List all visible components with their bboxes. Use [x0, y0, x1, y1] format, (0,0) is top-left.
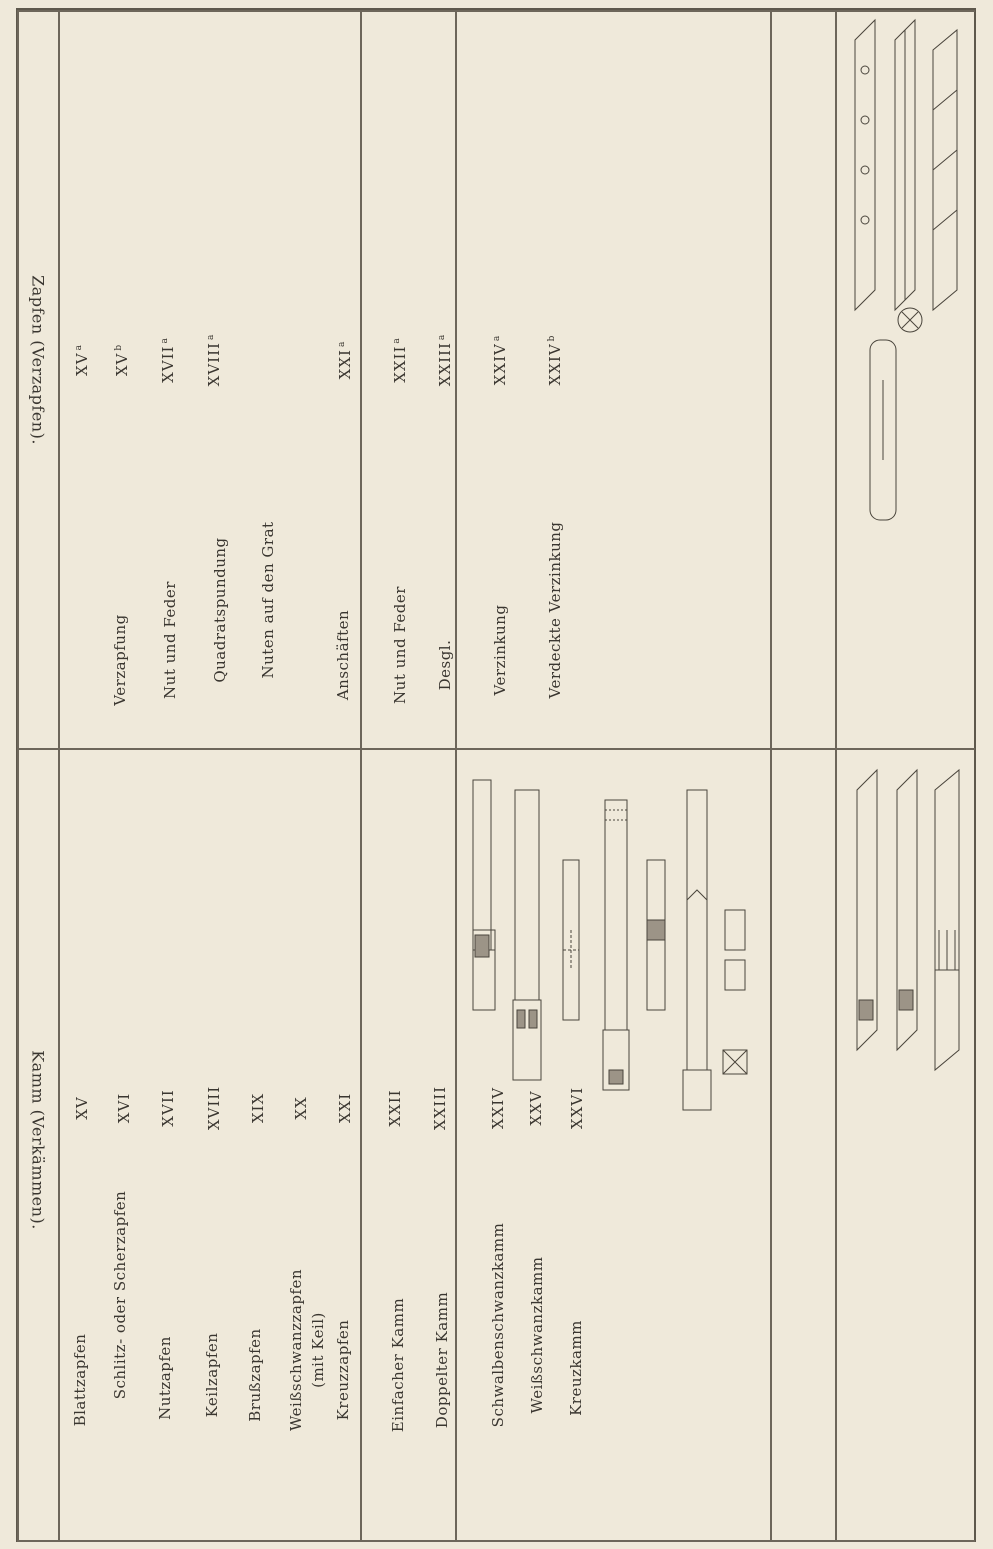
figure-kreuzzapfen: [723, 910, 747, 1074]
figure-verzinkung-xxiva: [935, 770, 959, 1070]
right-row-number-xxiva: XXIVa: [491, 335, 509, 386]
figure-desgl-xxiiia: [897, 770, 917, 1050]
row-name-nutzapfen: Nutzapfen: [156, 1336, 174, 1420]
rule-left-numbers: [455, 10, 457, 1540]
figure-verzapfung-xva: [855, 20, 875, 310]
right-row-name-nut-und-feder-2: Nut und Feder: [391, 586, 409, 704]
figure-blattzapfen: [473, 780, 495, 1010]
right-row-number-xxiiia-num: XXIII: [436, 342, 454, 387]
left-kamm-figures: [0, 0, 315, 760]
right-row-number-xxia: XXIa: [336, 341, 354, 380]
row-number-xx: XX: [292, 1096, 310, 1120]
right-row-number-xxia-suffix: a: [337, 340, 347, 348]
figure-keilzapfen: [603, 800, 629, 1090]
right-row-number-xxiiia: XXIIIa: [436, 334, 454, 387]
right-row-number-xxiva-suffix: a: [492, 334, 502, 342]
row-number-xxiii: XXIII: [431, 1085, 449, 1131]
figure-weissschwanzzapfen: [683, 790, 711, 1110]
right-row-number-xxivb-num: XXIV: [546, 343, 564, 386]
right-row-number-xxivb: XXIVb: [546, 335, 564, 386]
row-number-xvii: XVII: [159, 1089, 177, 1127]
row-name-weissschwanzzapfen-line1: Weißschwanzzapfen: [287, 1268, 305, 1432]
row-number-xv: XV: [73, 1096, 91, 1120]
row-name-einfacher-kamm: Einfacher Kamm: [389, 1297, 407, 1433]
figure-quadratspundung-xviia: [933, 30, 957, 310]
rule-bottom: [17, 1540, 975, 1542]
figure-brustzapfen: [647, 860, 665, 1010]
anschaeften-figure: [850, 300, 950, 530]
right-row-name-verzinkung: Verzinkung: [491, 604, 509, 696]
right-row-number-xxiiia-suffix: a: [437, 333, 447, 341]
figure-schlitzzapfen: [513, 790, 541, 1080]
row-number-xxii: XXII: [386, 1089, 404, 1127]
row-name-weissschwanzzapfen: Weißschwanzzapfen (mit Keil): [285, 1269, 329, 1431]
row-name-kreuzzapfen: Kreuzzapfen: [334, 1319, 352, 1421]
row-name-schlitzzapfen: Schlitz- oder Scherzapfen: [111, 1190, 129, 1400]
rule-group-labels: [58, 10, 60, 1540]
row-name-brusszapfen: Brußzapfen: [246, 1328, 264, 1422]
figure-nutzapfen: [563, 860, 579, 1020]
rule-left-names: [360, 10, 362, 1540]
rule-left-figures: [770, 10, 772, 1540]
rule-right-section-label: [17, 10, 19, 1540]
row-number-xix: XIX: [249, 1092, 267, 1124]
figure-nut-feder-xxiia: [857, 770, 877, 1050]
right-row-name-anschaeften: Anschäften: [334, 609, 352, 701]
figure-nut-feder-xvb: [895, 20, 915, 310]
right-row-number-xxia-num: XXI: [336, 349, 354, 380]
right-row-number-xxiia-suffix: a: [392, 337, 402, 344]
right-joint-figures-lower: [835, 750, 975, 1530]
row-name-keilzapfen: Keilzapfen: [203, 1332, 221, 1418]
row-number-xxi: XXI: [336, 1092, 354, 1124]
row-number-xvi: XVI: [115, 1092, 133, 1124]
right-joint-figures: [835, 10, 975, 610]
rule-right-names: [835, 10, 837, 1540]
right-row-number-xxivb-suffix: b: [547, 334, 557, 342]
right-row-name-verdeckte-verzinkung: Verdeckte Verzinkung: [546, 521, 564, 699]
row-number-xviii: XVIII: [205, 1085, 223, 1131]
rule-top: [17, 10, 975, 12]
row-name-doppelter-kamm: Doppelter Kamm: [433, 1291, 451, 1429]
right-row-number-xxiva-num: XXIV: [491, 343, 509, 386]
row-name-blattzapfen: Blattzapfen: [71, 1333, 89, 1427]
right-row-number-xxiia: XXIIa: [391, 337, 409, 383]
rule-group-split: [17, 748, 975, 750]
group-label-kamm: Kamm (Verkämmen).: [28, 1050, 48, 1230]
right-row-number-xxiia-num: XXII: [391, 345, 409, 383]
left-joint-figures: [455, 750, 770, 1540]
row-name-weissschwanzzapfen-line2: (mit Keil): [309, 1312, 327, 1388]
right-row-name-desgl: Desgl.: [436, 639, 454, 691]
